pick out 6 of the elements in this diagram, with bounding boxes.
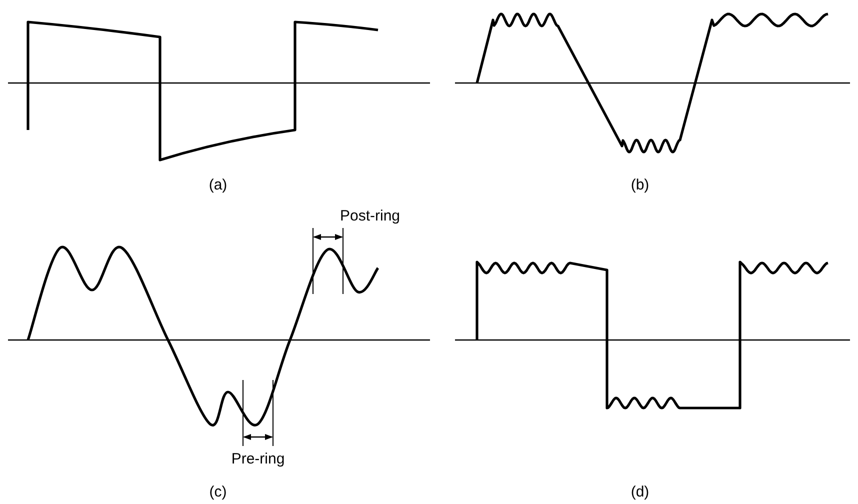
panel-label: (a) [208, 176, 228, 194]
panel-label: (d) [630, 484, 650, 500]
panel-label: (c) [209, 484, 227, 500]
annotation-label: Pre-ring [231, 450, 285, 468]
panel-label: (b) [630, 176, 650, 194]
annotation-label: Post-ring [340, 208, 400, 224]
